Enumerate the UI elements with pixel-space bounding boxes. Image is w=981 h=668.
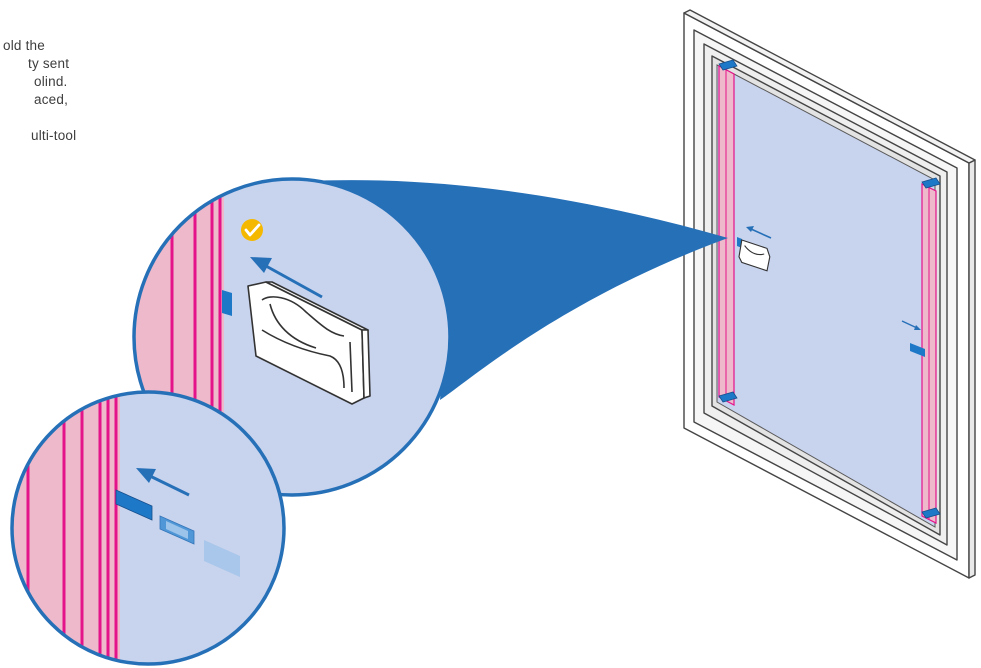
plastic-clip	[247, 281, 371, 405]
clip-slot	[222, 290, 232, 316]
corner-pads	[718, 59, 941, 519]
instruction-line: aced,	[34, 92, 69, 107]
glass-pane	[716, 64, 936, 528]
instruction-text: old the ty sent olind. aced, ulti-tool	[0, 37, 80, 145]
arrow-icon	[901, 320, 921, 330]
arrow-icon	[136, 468, 190, 497]
frame-side-top	[683, 9, 976, 164]
arrow-icon	[746, 226, 772, 239]
instruction-line: olind.	[34, 74, 68, 89]
instruction-line: ulti-tool	[31, 128, 77, 143]
window-clip-right	[910, 343, 925, 357]
window-clip-left	[737, 237, 771, 272]
clip-slide-sequence	[115, 489, 240, 577]
instruction-line: old the	[3, 38, 45, 53]
instruction-line: ty sent	[28, 56, 70, 71]
check-icon	[241, 219, 263, 241]
arrow-icon	[250, 257, 323, 299]
blind-bead-right	[921, 183, 937, 524]
blind-bead-left	[718, 65, 735, 406]
frame-side-right	[968, 159, 976, 579]
magnifier-small	[10, 390, 286, 666]
